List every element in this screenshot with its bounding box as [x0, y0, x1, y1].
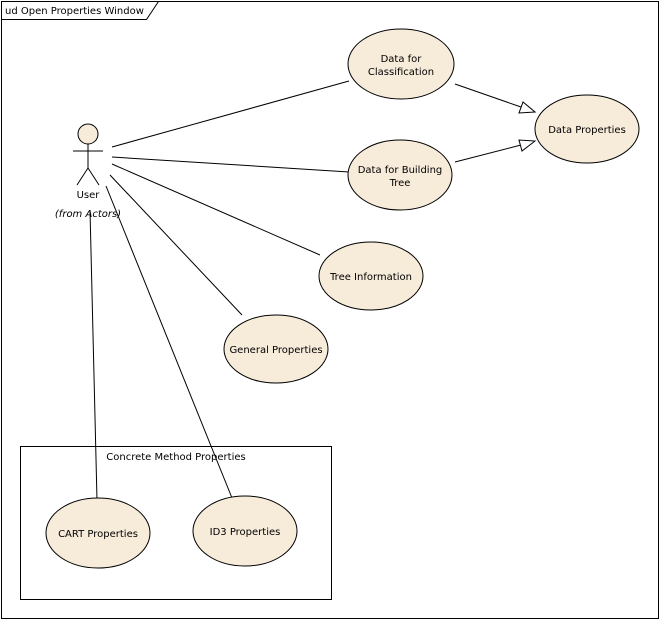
generalization-building-tree	[454, 144, 522, 163]
boundary-concrete-method-properties: Concrete Method Properties	[20, 446, 332, 600]
assoc-user-cart	[89, 209, 98, 501]
actor-stereotype: (from Actors)	[55, 209, 121, 220]
use-case-cart-properties[interactable]: CART Properties	[45, 497, 151, 569]
use-case-general-properties[interactable]: General Properties	[223, 314, 329, 384]
svg-text:Tree: Tree	[389, 178, 411, 189]
actor-head	[77, 123, 99, 145]
use-case-tree-information[interactable]: Tree Information	[318, 241, 424, 311]
frame-title-tab	[1, 1, 159, 20]
svg-text:Classification: Classification	[368, 67, 434, 78]
use-case-data-building-tree[interactable]: Data for Building Tree	[347, 139, 453, 211]
svg-text:Data for Building: Data for Building	[358, 165, 443, 176]
svg-text:Data Properties: Data Properties	[548, 125, 626, 136]
svg-text:Tree Information: Tree Information	[329, 272, 412, 283]
use-case-id3-properties[interactable]: ID3 Properties	[192, 495, 298, 567]
actor-name: User	[77, 190, 101, 201]
assoc-user-classification	[111, 80, 350, 148]
assoc-user-general	[109, 174, 243, 316]
use-case-data-classification[interactable]: Data for Classification	[347, 28, 455, 100]
actor-user: User (from Actors)	[55, 123, 121, 220]
assoc-user-tree-info	[111, 163, 321, 256]
frame-title: ud Open Properties Window	[5, 6, 144, 17]
generalization-arrowhead-2	[518, 139, 537, 152]
svg-text:General Properties: General Properties	[229, 345, 322, 356]
generalization-classification	[454, 83, 522, 108]
boundary-title: Concrete Method Properties	[106, 452, 245, 463]
generalization-arrowhead-1	[518, 101, 537, 114]
svg-text:ID3 Properties: ID3 Properties	[210, 527, 281, 538]
svg-text:Data for: Data for	[381, 54, 423, 65]
use-case-data-properties[interactable]: Data Properties	[534, 94, 640, 164]
svg-text:CART Properties: CART Properties	[58, 529, 138, 540]
assoc-user-building-tree	[111, 156, 350, 173]
